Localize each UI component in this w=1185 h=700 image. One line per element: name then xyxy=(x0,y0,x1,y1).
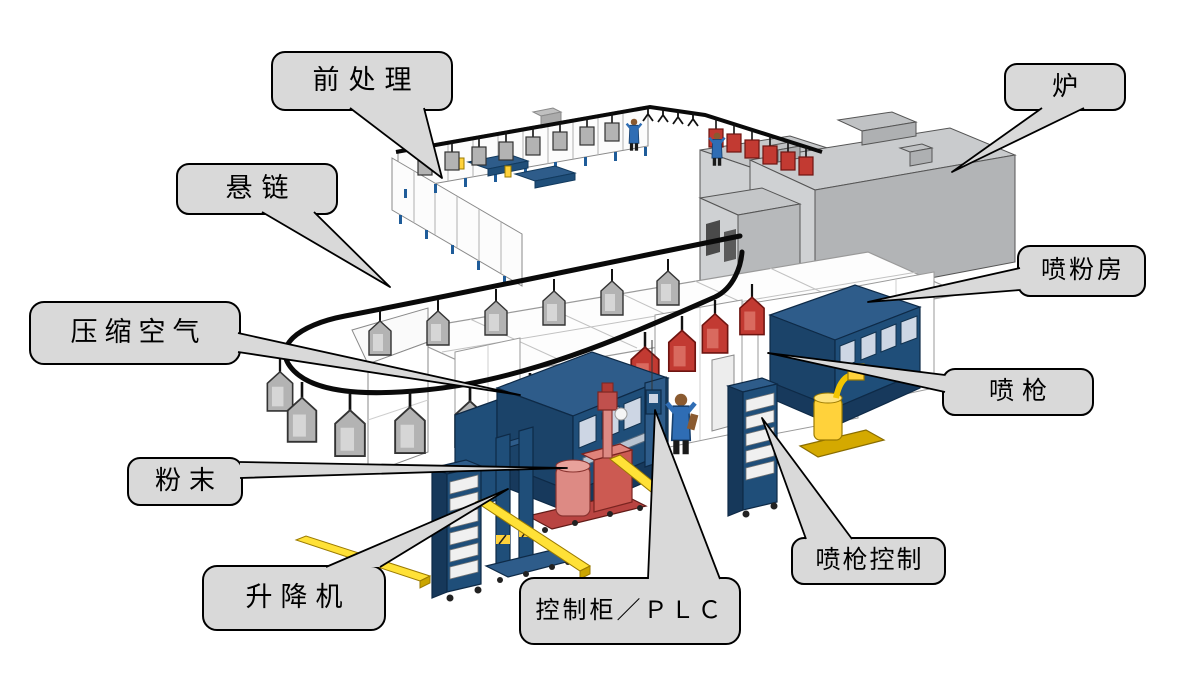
callout-tail-gun-control xyxy=(761,417,853,540)
callout-bubble-compressed-air xyxy=(29,301,241,365)
callout-bubble-spray-gun xyxy=(942,368,1094,416)
callout-bubble-oven xyxy=(1004,63,1126,111)
callout-bubble-pretreatment xyxy=(271,51,453,111)
callout-bubble-powder-booth xyxy=(1017,245,1146,297)
callout-tail-control-cabinet xyxy=(647,409,721,580)
callout-tail-spray-gun xyxy=(767,352,946,393)
callout-tail-conveyor xyxy=(261,211,391,288)
callout-tail-lifter xyxy=(325,488,509,568)
callout-bubble-gun-control xyxy=(791,537,946,585)
callout-tail-oven xyxy=(951,107,1085,173)
overhead-conveyor-loop xyxy=(282,233,745,396)
gun-control-cabinet xyxy=(726,377,779,518)
callout-bubbles xyxy=(29,51,1146,645)
callout-tail-powder xyxy=(239,461,568,479)
overhead-conveyor-top-run xyxy=(395,104,823,176)
callout-bubble-lifter xyxy=(202,565,386,631)
callout-bubble-conveyor xyxy=(176,163,338,215)
callout-tail-powder-booth xyxy=(867,267,1021,303)
callout-tail-compressed-air xyxy=(237,332,521,396)
callout-bubble-control-cabinet xyxy=(519,577,741,645)
callout-tail-pretreatment xyxy=(349,107,443,179)
powder-pump-red xyxy=(526,382,648,533)
callout-bubble-powder xyxy=(127,457,243,506)
callout-tails xyxy=(237,107,1085,580)
